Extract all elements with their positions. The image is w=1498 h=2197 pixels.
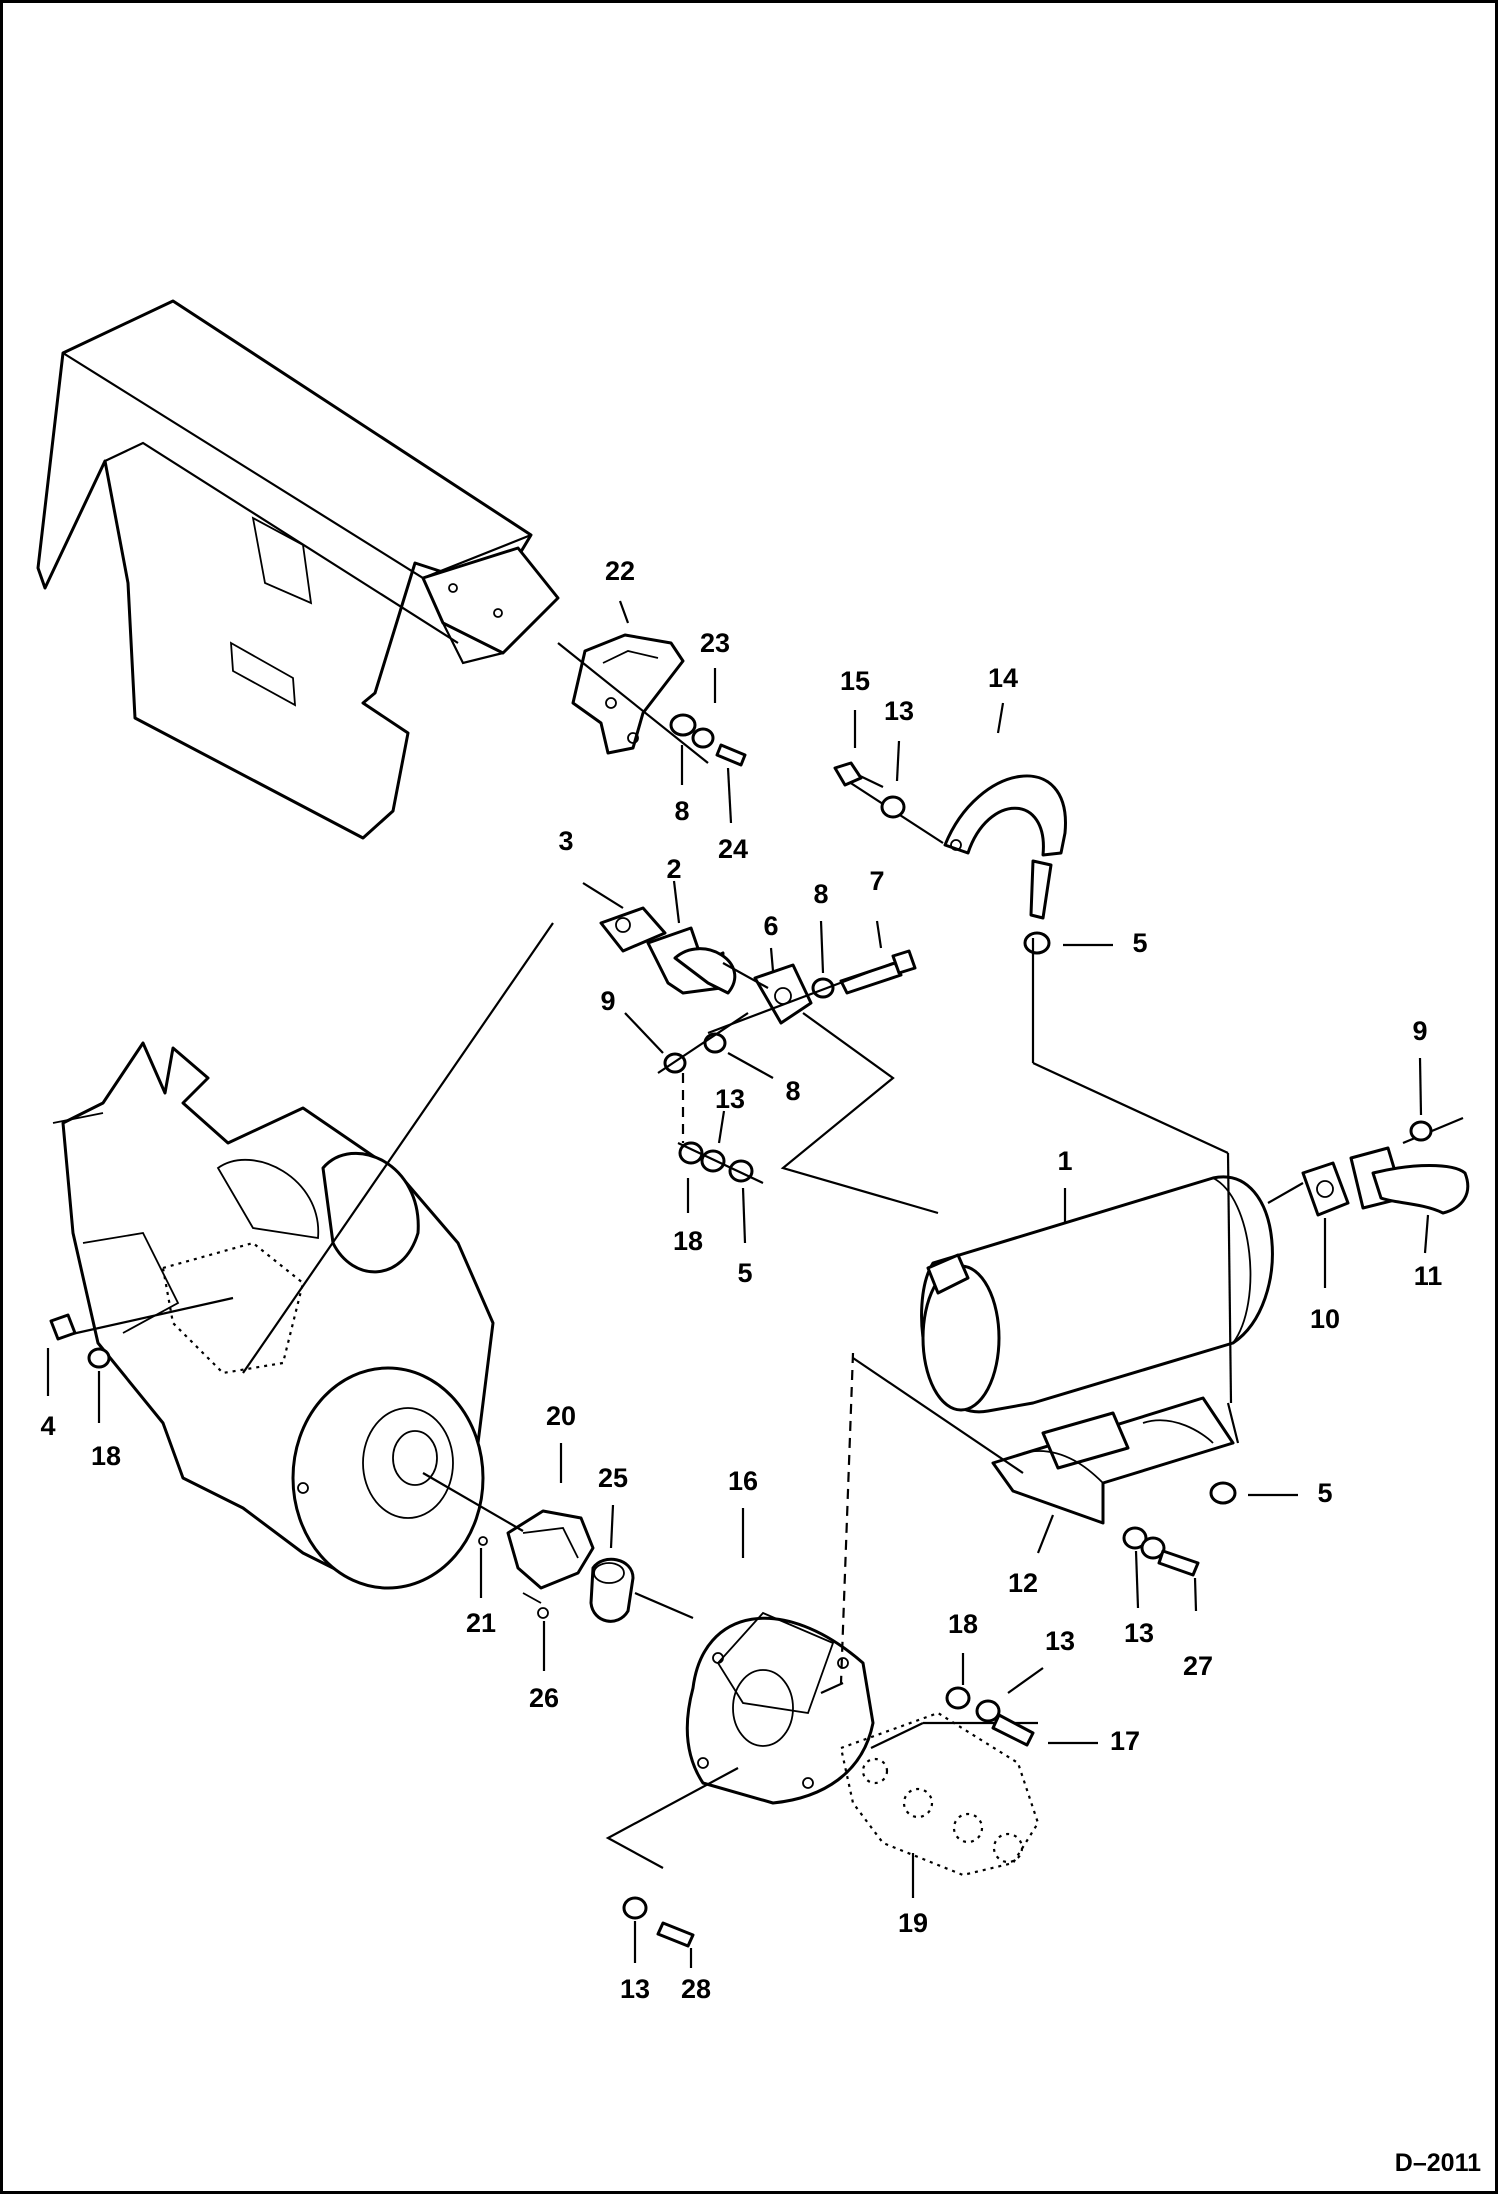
callouts: 1 2 3 4 5 5 5 6 7 8 8 8 9 9 10 11 12 13 … xyxy=(40,556,1442,2004)
callout-26: 26 xyxy=(529,1683,559,1713)
diagram-canvas: 1 2 3 4 5 5 5 6 7 8 8 8 9 9 10 11 12 13 … xyxy=(36,299,1481,2177)
callout-21: 21 xyxy=(466,1608,496,1638)
callout-13-pipe: 13 xyxy=(715,1084,745,1114)
lower-hardware xyxy=(605,1767,739,1948)
callout-17: 17 xyxy=(1110,1726,1140,1756)
callout-8-upper: 8 xyxy=(813,879,828,909)
callout-3: 3 xyxy=(558,826,573,856)
callout-5-strap: 5 xyxy=(1132,928,1147,958)
callout-18-pipe: 18 xyxy=(673,1226,703,1256)
muffler-strap xyxy=(833,761,1067,955)
hydraulic-pump xyxy=(839,1686,1040,1877)
callout-14: 14 xyxy=(988,663,1018,693)
callout-27: 27 xyxy=(1183,1651,1213,1681)
callout-13-pump: 13 xyxy=(1045,1626,1075,1656)
callout-25: 25 xyxy=(598,1463,628,1493)
callout-13-mount: 13 xyxy=(1124,1618,1154,1648)
callout-9-pipe: 9 xyxy=(600,986,615,1016)
drawing-number: D–2011 xyxy=(1395,2149,1481,2177)
callout-5-mount: 5 xyxy=(1317,1478,1332,1508)
callout-18-engine: 18 xyxy=(91,1441,121,1471)
exhaust-pipe xyxy=(599,906,939,1215)
callout-4: 4 xyxy=(40,1411,55,1441)
tail-pipe xyxy=(1267,1116,1470,1217)
callout-16: 16 xyxy=(728,1466,758,1496)
callout-2: 2 xyxy=(666,854,681,884)
callout-8-lower: 8 xyxy=(785,1076,800,1106)
mount-bracket xyxy=(557,633,747,767)
callout-9-tail: 9 xyxy=(1412,1016,1427,1046)
callout-6: 6 xyxy=(763,911,778,941)
engine-compartment-panel xyxy=(36,299,560,840)
callout-1: 1 xyxy=(1057,1146,1072,1176)
callout-13-strap: 13 xyxy=(884,696,914,726)
callout-24: 24 xyxy=(718,834,748,864)
callout-18-pump: 18 xyxy=(948,1609,978,1639)
callout-15: 15 xyxy=(840,666,870,696)
callout-7: 7 xyxy=(869,866,884,896)
engine-block xyxy=(49,922,554,1590)
callout-5-pipe: 5 xyxy=(737,1258,752,1288)
callout-20: 20 xyxy=(546,1401,576,1431)
callout-23: 23 xyxy=(700,628,730,658)
callout-10: 10 xyxy=(1310,1304,1340,1334)
muffler xyxy=(920,1175,1274,1414)
callout-13-lower: 13 xyxy=(620,1974,650,2004)
callout-12: 12 xyxy=(1008,1568,1038,1598)
callout-11: 11 xyxy=(1414,1261,1443,1291)
callout-28: 28 xyxy=(681,1974,711,2004)
pump-adapter xyxy=(422,1352,875,1805)
callout-22: 22 xyxy=(605,556,635,586)
muffler-mount xyxy=(852,938,1240,1577)
leader-lines xyxy=(46,600,1430,1968)
callout-8-bracket: 8 xyxy=(674,796,689,826)
callout-19: 19 xyxy=(898,1908,928,1938)
